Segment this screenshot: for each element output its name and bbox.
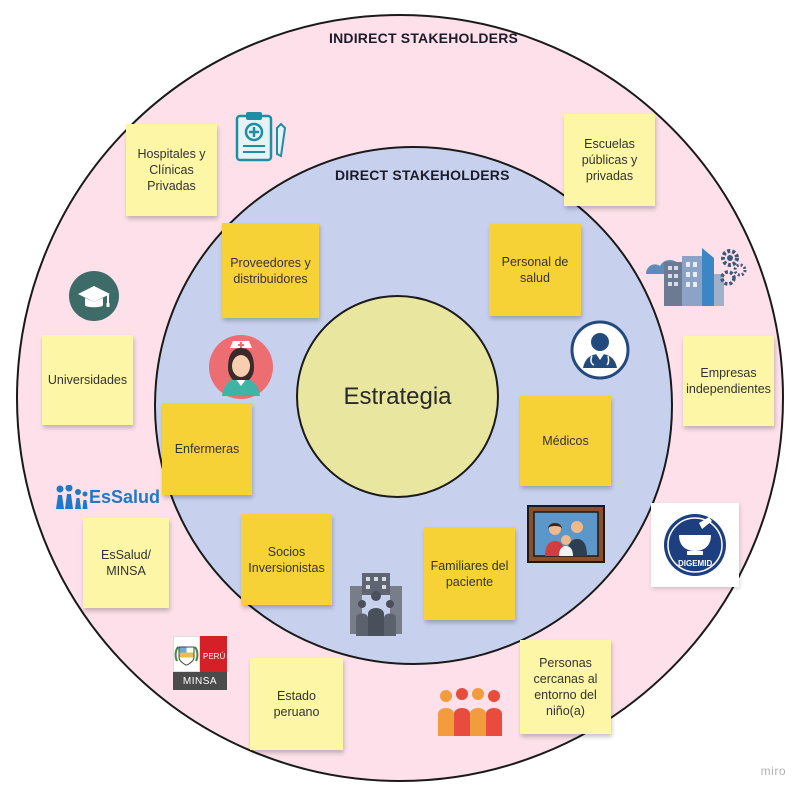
- sticky-note-personas-cercanas[interactable]: Personas cercanas al entorno del niño(a): [520, 640, 611, 734]
- doctor-icon: [570, 320, 630, 380]
- sticky-note-proveedores[interactable]: Proveedores y distribuidores: [222, 223, 319, 318]
- sticky-note-enfermeras[interactable]: Enfermeras: [162, 403, 252, 495]
- minsa-label: MINSA: [182, 675, 218, 687]
- people-group-icon: [438, 688, 502, 736]
- miro-watermark: miro: [760, 764, 786, 778]
- sticky-note-empresas[interactable]: Empresas independientes: [683, 336, 774, 426]
- sticky-note-essalud-minsa[interactable]: EsSalud/ MINSA: [83, 518, 169, 608]
- clipboard-medical-icon: [235, 112, 287, 162]
- nurse-icon: [209, 335, 273, 399]
- indirect-stakeholders-title: INDIRECT STAKEHOLDERS: [329, 30, 519, 46]
- peru-label: PERÚ: [203, 652, 226, 661]
- essalud-family-icon: [56, 485, 88, 509]
- direct-stakeholders-title: DIRECT STAKEHOLDERS: [335, 167, 510, 183]
- essalud-logo-text: EsSalud: [89, 487, 161, 507]
- essalud-logo: EsSalud: [55, 483, 160, 513]
- peru-coat-of-arms-icon: [174, 646, 199, 666]
- sticky-note-socios[interactable]: Socios Inversionistas: [241, 514, 332, 605]
- family-portrait-icon: [527, 505, 605, 563]
- mortar-pestle-icon: [664, 514, 726, 576]
- sticky-note-personal-salud[interactable]: Personal de salud: [489, 224, 581, 316]
- sticky-note-hospitales[interactable]: Hospitales y Clínicas Privadas: [126, 124, 217, 216]
- business-people-icon: [350, 573, 402, 636]
- minsa-band: MINSA: [173, 672, 227, 690]
- city-buildings-gear-icon: [646, 248, 747, 306]
- peru-red-panel: PERÚ: [200, 636, 227, 672]
- peru-shield-panel: [173, 636, 200, 672]
- sticky-note-estado-peruano[interactable]: Estado peruano: [250, 658, 343, 750]
- sticky-note-escuelas[interactable]: Escuelas públicas y privadas: [564, 114, 655, 206]
- sticky-note-familiares[interactable]: Familiares del paciente: [424, 527, 515, 620]
- strategy-center-circle: [296, 295, 499, 498]
- digemid-logo: DIGEMID: [651, 503, 739, 587]
- strategy-label: Estrategia: [343, 382, 452, 410]
- minsa-logo: PERÚ MINSA: [173, 636, 227, 690]
- digemid-label: DIGEMID: [678, 559, 713, 568]
- graduation-cap-icon: [69, 271, 119, 321]
- sticky-note-universidades[interactable]: Universidades: [42, 335, 133, 425]
- sticky-note-medicos[interactable]: Médicos: [520, 396, 611, 486]
